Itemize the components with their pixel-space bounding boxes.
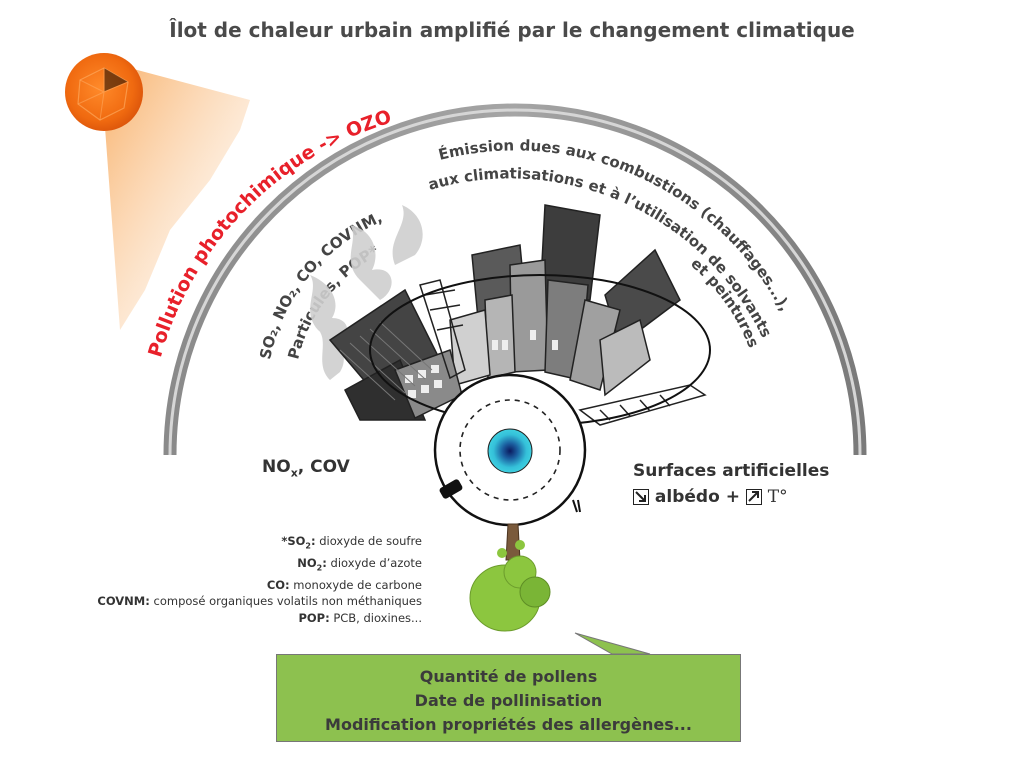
decrease-arrow-icon: [633, 489, 649, 505]
pollen-line: Modification propriétés des allergènes..…: [325, 715, 692, 734]
heat-core: [487, 428, 533, 474]
nox-cov-label: NOx, COV: [262, 457, 350, 480]
road-ring: [459, 399, 561, 501]
pollen-line: Quantité de pollens: [419, 667, 598, 686]
callout-pointer: [574, 632, 651, 655]
page-title: Îlot de chaleur urbain amplifié par le c…: [169, 18, 855, 42]
glossary-item: NO2: dioxyde d’azote: [297, 555, 422, 573]
glossary: *SO2: dioxyde de soufre NO2: dioxyde d’a…: [97, 533, 422, 626]
person-icon: [572, 499, 581, 513]
surfaces-effects: albédo + T°: [633, 484, 829, 510]
smoke-plumes: [310, 205, 423, 380]
glossary-item: COVNM: composé organiques volatils non m…: [97, 594, 422, 609]
glossary-item: POP: PCB, dioxines...: [298, 610, 422, 625]
sun-icon: [65, 53, 143, 131]
tree-icon: [469, 523, 551, 632]
pollen-line: Date de pollinisation: [414, 691, 603, 710]
city-skyline: [328, 204, 707, 426]
surfaces-title: Surfaces artificielles: [633, 461, 830, 481]
glossary-item: *SO2: dioxyde de soufre: [281, 534, 422, 551]
increase-arrow-icon: [745, 489, 762, 505]
car-icon: [439, 479, 463, 499]
surfaces-label: Surfaces artificielles albédo + T°: [633, 458, 829, 510]
pollen-callout: Quantité de pollens Date de pollinisatio…: [276, 654, 741, 742]
glossary-item: CO: monoxyde de carbone: [266, 577, 422, 592]
sun-beam: [100, 60, 250, 330]
